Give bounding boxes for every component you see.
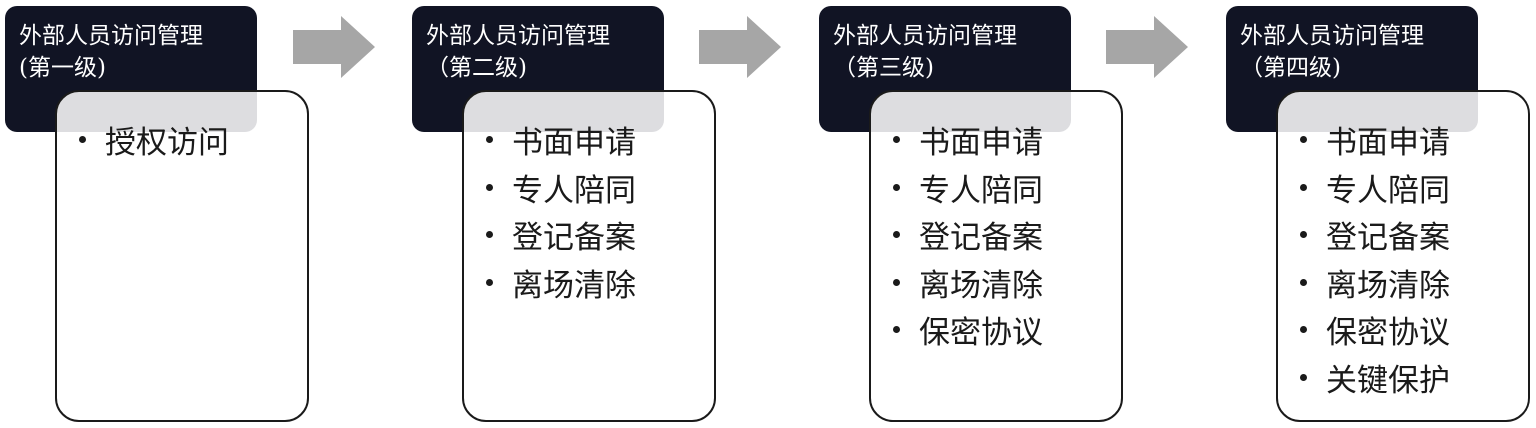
bullet-icon xyxy=(893,183,900,191)
list-item-label: 登记备案 xyxy=(919,220,1043,257)
right-arrow-icon xyxy=(699,16,781,78)
list-item-label: 授权访问 xyxy=(105,125,229,162)
bullet-icon xyxy=(486,183,493,191)
list-item: 保密协议 xyxy=(893,306,1121,354)
requirements-list: 书面申请 专人陪同 登记备案 离场清除 xyxy=(486,116,714,306)
list-item-label: 登记备案 xyxy=(1326,220,1450,257)
list-item-label: 保密协议 xyxy=(919,315,1043,352)
list-item: 专人陪同 xyxy=(1300,164,1528,212)
stage-level-4: 外部人员访问管理 （第四级) 书面申请 专人陪同 登记备案 离场清除 保密协议 … xyxy=(1226,0,1536,428)
bullet-icon xyxy=(893,278,900,286)
requirements-card: 书面申请 专人陪同 登记备案 离场清除 xyxy=(462,90,716,422)
requirements-list: 书面申请 专人陪同 登记备案 离场清除 保密协议 xyxy=(893,116,1121,354)
list-item: 授权访问 xyxy=(79,116,307,164)
bullet-icon xyxy=(893,326,900,334)
list-item: 离场清除 xyxy=(893,259,1121,307)
bullet-icon xyxy=(79,136,86,144)
list-item: 离场清除 xyxy=(1300,259,1528,307)
stage-level-1: 外部人员访问管理 (第一级) 授权访问 xyxy=(5,0,317,428)
requirements-card: 授权访问 xyxy=(55,90,309,422)
list-item: 登记备案 xyxy=(486,211,714,259)
list-item-label: 书面申请 xyxy=(919,125,1043,162)
list-item: 书面申请 xyxy=(893,116,1121,164)
stage-title: 外部人员访问管理 xyxy=(833,23,1017,49)
stage-level-3: 外部人员访问管理 （第三级) 书面申请 专人陪同 登记备案 离场清除 保密协议 xyxy=(819,0,1131,428)
bullet-icon xyxy=(893,136,900,144)
list-item-label: 书面申请 xyxy=(512,125,636,162)
bullet-icon xyxy=(893,231,900,239)
list-item: 书面申请 xyxy=(1300,116,1528,164)
bullet-icon xyxy=(1300,278,1307,286)
list-item-label: 专人陪同 xyxy=(512,172,636,209)
right-arrow-icon xyxy=(1106,16,1188,78)
stage-title: 外部人员访问管理 xyxy=(19,23,203,49)
stage-level-label: （第三级) xyxy=(833,55,934,81)
bullet-icon xyxy=(1300,136,1307,144)
list-item-label: 关键保护 xyxy=(1326,362,1450,399)
list-item-label: 登记备案 xyxy=(512,220,636,257)
list-item: 登记备案 xyxy=(1300,211,1528,259)
list-item: 专人陪同 xyxy=(893,164,1121,212)
requirements-list: 授权访问 xyxy=(79,116,307,164)
bullet-icon xyxy=(486,231,493,239)
requirements-card: 书面申请 专人陪同 登记备案 离场清除 保密协议 关键保护 xyxy=(1276,90,1530,422)
list-item: 离场清除 xyxy=(486,259,714,307)
stage-title: 外部人员访问管理 xyxy=(426,23,610,49)
stage-level-label: （第二级) xyxy=(426,55,527,81)
bullet-icon xyxy=(1300,373,1307,381)
list-item-label: 专人陪同 xyxy=(919,172,1043,209)
list-item-label: 离场清除 xyxy=(1326,267,1450,304)
right-arrow-icon xyxy=(293,16,375,78)
list-item: 保密协议 xyxy=(1300,306,1528,354)
list-item-label: 书面申请 xyxy=(1326,125,1450,162)
list-item-label: 保密协议 xyxy=(1326,315,1450,352)
stage-title: 外部人员访问管理 xyxy=(1240,23,1424,49)
bullet-icon xyxy=(1300,183,1307,191)
stage-level-label: （第四级) xyxy=(1240,55,1341,81)
stage-level-label: (第一级) xyxy=(19,55,106,81)
stage-level-2: 外部人员访问管理 （第二级) 书面申请 专人陪同 登记备案 离场清除 xyxy=(412,0,724,428)
list-item: 专人陪同 xyxy=(486,164,714,212)
stage-header: 外部人员访问管理 （第三级) xyxy=(819,6,1071,132)
requirements-list: 书面申请 专人陪同 登记备案 离场清除 保密协议 关键保护 xyxy=(1300,116,1528,401)
bullet-icon xyxy=(486,278,493,286)
list-item-label: 离场清除 xyxy=(919,267,1043,304)
bullet-icon xyxy=(486,136,493,144)
list-item: 登记备案 xyxy=(893,211,1121,259)
list-item-label: 离场清除 xyxy=(512,267,636,304)
bullet-icon xyxy=(1300,231,1307,239)
bullet-icon xyxy=(1300,326,1307,334)
list-item: 关键保护 xyxy=(1300,354,1528,402)
requirements-card: 书面申请 专人陪同 登记备案 离场清除 保密协议 xyxy=(869,90,1123,422)
list-item: 书面申请 xyxy=(486,116,714,164)
list-item-label: 专人陪同 xyxy=(1326,172,1450,209)
